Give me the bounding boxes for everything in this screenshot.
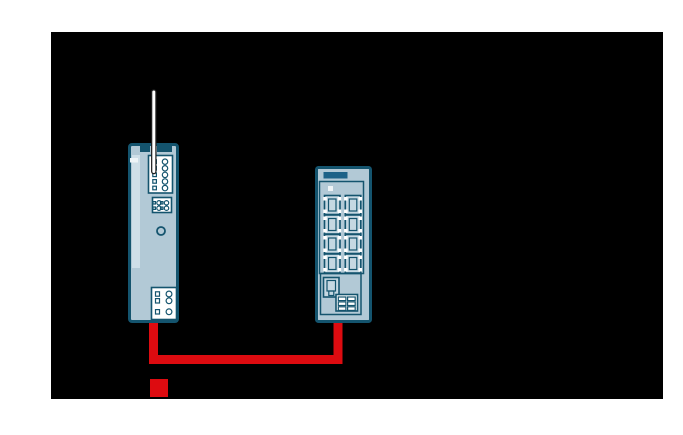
terminal-screw <box>152 206 157 211</box>
device-label-plate <box>323 172 348 179</box>
status-led <box>130 158 138 163</box>
terminal-screw <box>159 200 164 205</box>
rj45-port <box>344 194 362 216</box>
terminal-screw <box>163 205 170 211</box>
bottom-panel <box>319 272 362 316</box>
rj45-port <box>344 214 362 235</box>
vent-slot <box>140 146 150 152</box>
rj45-port <box>323 233 342 255</box>
terminal-cell <box>346 301 356 307</box>
status-led <box>328 186 333 191</box>
aux-terminal-glyphs <box>152 199 170 211</box>
terminal-cell <box>346 306 356 312</box>
terminal-cell <box>337 296 347 302</box>
rj45-port <box>323 214 342 235</box>
terminal-screw <box>161 164 169 172</box>
rj45-port-grid <box>323 194 362 274</box>
terminal-screw <box>152 185 157 191</box>
rj45-port <box>323 253 342 274</box>
terminal-screw <box>161 171 169 179</box>
red-cable <box>149 320 343 364</box>
terminal-screw <box>165 297 173 305</box>
adjustment-knob <box>156 226 166 236</box>
terminal-screw <box>154 298 161 304</box>
cable-legend-swatch <box>150 379 168 397</box>
terminal-cell <box>337 306 347 312</box>
rj45-port <box>344 253 362 274</box>
terminal-screw <box>156 199 162 206</box>
terminal-screw <box>161 158 169 166</box>
housing-highlight <box>132 155 140 268</box>
terminal-screw <box>165 290 173 298</box>
terminal-screw <box>154 291 161 297</box>
terminal-screw <box>165 308 173 316</box>
terminal-screw <box>159 206 164 211</box>
rj45-port <box>344 233 362 255</box>
terminal-screw <box>152 178 157 184</box>
output-terminal-glyphs <box>154 290 173 316</box>
terminal-screw <box>156 205 162 211</box>
terminal-screw <box>161 184 169 192</box>
power-terminal-cells <box>337 296 356 312</box>
terminal-screw <box>152 200 157 205</box>
terminal-cell <box>337 301 347 307</box>
vent-slot <box>157 146 172 152</box>
terminal-screw <box>161 178 169 185</box>
rj45-port <box>323 194 342 216</box>
terminal-screw <box>154 309 161 315</box>
terminal-screw <box>163 199 170 206</box>
ethernet-switch-device <box>315 166 372 323</box>
console-port <box>322 276 340 298</box>
aux-terminal-block <box>151 196 173 214</box>
terminal-cell <box>346 296 356 302</box>
power-supply-device <box>128 143 179 323</box>
